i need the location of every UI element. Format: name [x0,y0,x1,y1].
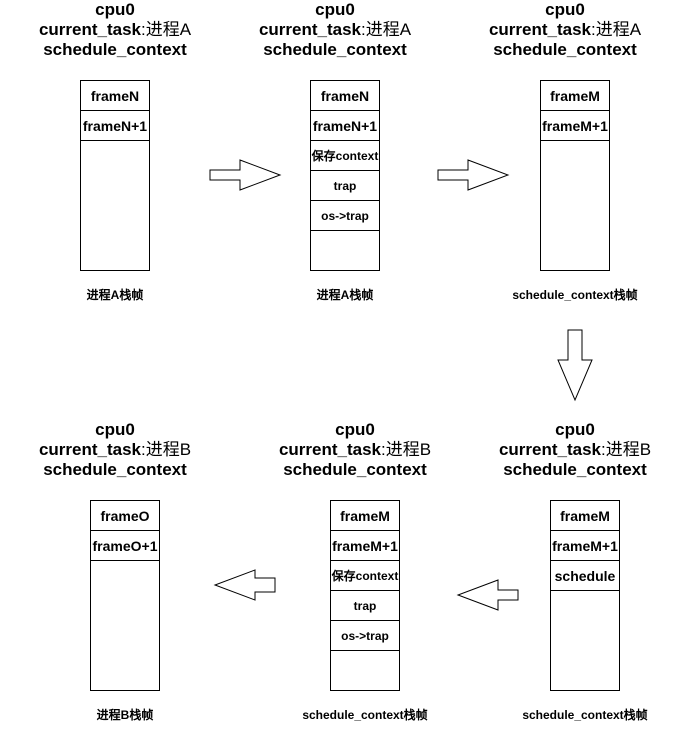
stack-frame: trap [311,171,379,201]
stack-frame: frameM+1 [331,531,399,561]
stack-frame: frameO+1 [91,531,159,561]
stack-frame: frameM+1 [551,531,619,561]
right-arrow-icon [209,159,282,191]
stack-frame: os->trap [311,201,379,231]
cpu-label: cpu0 [335,420,375,439]
stack-6: frameM frameM+1 schedule [550,500,620,691]
stack-1: frameN frameN+1 [80,80,150,271]
stack-2: frameN frameN+1 保存context trap os->trap [310,80,380,271]
stack-frame: frameN+1 [311,111,379,141]
left-arrow-icon [456,579,519,611]
cpu-label: cpu0 [315,0,355,19]
task-value: :进程B [601,440,652,459]
down-arrow-icon [557,329,593,402]
stack-frame: frameM [331,501,399,531]
stack-frame: 保存context [331,561,399,591]
stack-frame: trap [331,591,399,621]
stack-frame: frameN [81,81,149,111]
task-label: current_task [498,440,601,459]
stack-2-caption: 进程A栈帧 [316,288,374,302]
panel-6-header: cpu0 current_task:进程B schedule_context [475,420,675,480]
context-label: schedule_context [43,460,187,479]
stack-5-caption: schedule_context栈帧 [302,708,428,722]
stack-frame: 保存context [311,141,379,171]
panel-1-header: cpu0 current_task:进程A schedule_context [15,0,215,60]
panel-4-header: cpu0 current_task:进程B schedule_context [15,420,215,480]
context-label: schedule_context [493,40,637,59]
stack-3: frameM frameM+1 [540,80,610,271]
right-arrow-icon [437,159,510,191]
left-arrow-icon [213,569,276,601]
panel-3-header: cpu0 current_task:进程A schedule_context [465,0,665,60]
task-label: current_task [38,440,141,459]
stack-frame: frameM+1 [541,111,609,141]
stack-4: frameO frameO+1 [90,500,160,691]
stack-frame: os->trap [331,621,399,651]
panel-5-header: cpu0 current_task:进程B schedule_context [255,420,455,480]
task-value: :进程A [591,20,642,39]
stack-6-caption: schedule_context栈帧 [522,708,648,722]
stack-frame: schedule [551,561,619,591]
stack-frame: frameM [541,81,609,111]
stack-frame: frameM [551,501,619,531]
task-value: :进程B [381,440,432,459]
stack-frame: frameN [311,81,379,111]
context-label: schedule_context [43,40,187,59]
context-label: schedule_context [503,460,647,479]
cpu-label: cpu0 [555,420,595,439]
task-label: current_task [488,20,591,39]
stack-1-caption: 进程A栈帧 [86,288,144,302]
task-label: current_task [278,440,381,459]
cpu-label: cpu0 [95,0,135,19]
stack-frame: frameN+1 [81,111,149,141]
cpu-label: cpu0 [545,0,585,19]
context-label: schedule_context [263,40,407,59]
task-value: :进程A [141,20,192,39]
context-label: schedule_context [283,460,427,479]
stack-4-caption: 进程B栈帧 [96,708,154,722]
stack-3-caption: schedule_context栈帧 [512,288,638,302]
stack-5: frameM frameM+1 保存context trap os->trap [330,500,400,691]
task-label: current_task [258,20,361,39]
task-label: current_task [38,20,141,39]
stack-frame: frameO [91,501,159,531]
cpu-label: cpu0 [95,420,135,439]
task-value: :进程B [141,440,192,459]
panel-2-header: cpu0 current_task:进程A schedule_context [235,0,435,60]
task-value: :进程A [361,20,412,39]
